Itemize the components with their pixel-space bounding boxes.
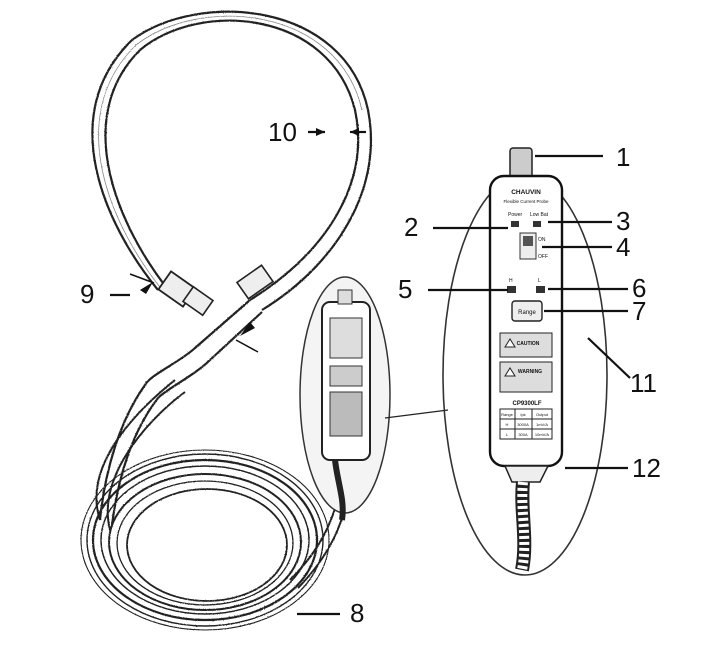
warning-label: WARNING (518, 369, 542, 375)
l-range-led (536, 286, 545, 293)
table-header: Range (501, 412, 514, 417)
low-bat-led (533, 221, 541, 227)
output-cable-coil (80, 379, 351, 631)
table-cell: H (506, 422, 509, 427)
caution-icon (504, 338, 516, 348)
strain-relief (503, 465, 550, 483)
loop-coupling (157, 264, 275, 317)
low-bat-label: Low Bat (530, 212, 549, 218)
probe-body: CHAUVIN Flexible Current Probe Power Low… (488, 147, 564, 572)
warning-panel (499, 361, 553, 393)
callout-10: 10 (268, 117, 297, 147)
table-header: Ipk (520, 412, 525, 417)
callout-5: 5 (398, 274, 412, 304)
zoom-connector-line (384, 409, 449, 419)
table-cell: 3000A (517, 422, 529, 427)
product-line-text: Flexible Current Probe (503, 199, 549, 204)
on-label: ON (538, 237, 546, 243)
power-led (511, 221, 519, 227)
spec-table: Range Ipk Output H 3000A 1mV/A L 300A 10… (499, 408, 553, 440)
callout-11: 11 (630, 368, 657, 398)
callout-7: 7 (632, 296, 646, 326)
table-cell: 10mV/A (535, 432, 550, 437)
callout-8: 8 (350, 598, 364, 628)
warning-icon (504, 367, 516, 377)
table-header: Output (536, 412, 549, 417)
l-label: L (538, 278, 541, 284)
brand-text: CHAUVIN (511, 189, 541, 196)
callout-1: 1 (616, 142, 630, 172)
callout-arrows (140, 128, 359, 336)
callout-9: 9 (80, 279, 94, 309)
h-label: H (509, 278, 513, 284)
callout-4: 4 (616, 232, 630, 262)
callout-2: 2 (404, 212, 418, 242)
callout-12: 12 (632, 453, 661, 483)
model-text: CP9300LF (512, 401, 541, 407)
small-probe-view (299, 276, 391, 521)
callout-3: 3 (616, 206, 630, 236)
callout-6: 6 (632, 273, 646, 303)
cable-junction (98, 299, 263, 526)
power-label: Power (508, 212, 523, 218)
table-cell: L (506, 432, 509, 437)
flexible-sensor-loop (91, 10, 373, 311)
range-button[interactable] (511, 300, 543, 322)
power-switch-knob (523, 236, 533, 246)
h-range-led (507, 286, 516, 293)
callout-lines (110, 130, 631, 616)
off-label: OFF (538, 254, 548, 260)
range-button-label: Range (518, 310, 536, 316)
table-cell: 1mV/A (536, 422, 548, 427)
bnc-connector (509, 147, 533, 179)
caution-label: CAUTION (517, 341, 540, 347)
table-cell: 300A (518, 432, 528, 437)
